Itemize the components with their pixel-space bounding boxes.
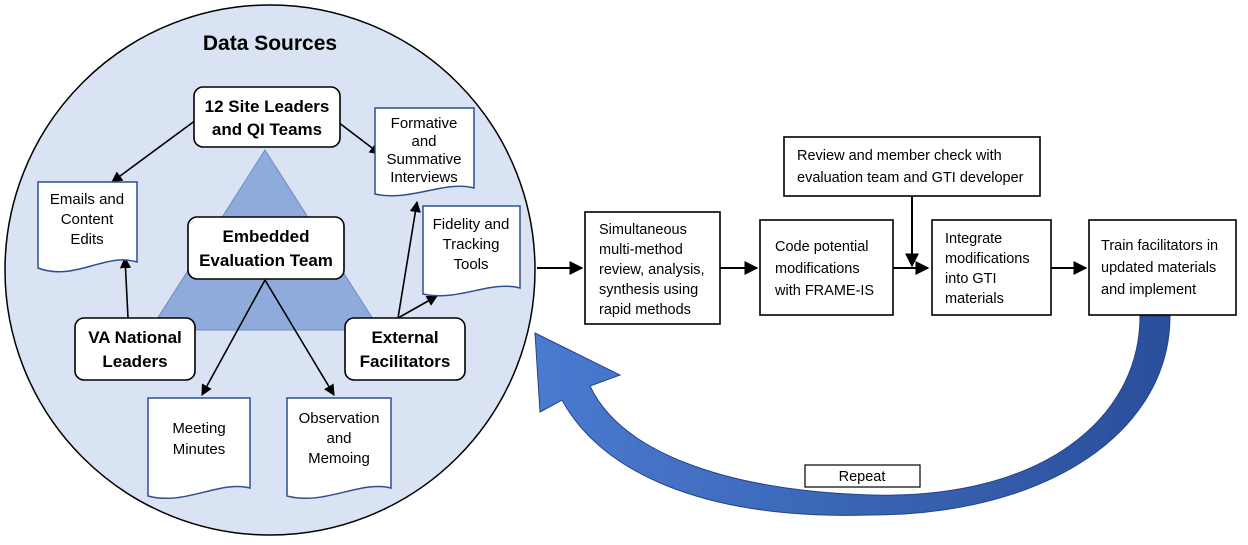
emails-line-1: Emails and	[50, 191, 124, 208]
evaluation-team-line-1: Embedded	[223, 227, 310, 246]
code-line-2: modifications	[775, 261, 860, 277]
observation-line-2: and	[326, 430, 351, 447]
integrate-line-3: into GTI	[945, 271, 997, 287]
repeat-loop-arrow	[534, 315, 1171, 516]
emails-line-3: Edits	[70, 231, 103, 248]
step-train-box: Train facilitators in updated materials …	[1088, 219, 1237, 316]
member-check-line-2: evaluation team and GTI developer	[797, 170, 1024, 186]
code-line-3: with FRAME-IS	[774, 283, 874, 299]
minutes-line-1: Meeting	[172, 420, 225, 437]
review-line-1: Simultaneous	[599, 222, 687, 238]
data-sources-title: Data Sources	[203, 32, 337, 55]
repeat-box	[804, 464, 921, 488]
evaluation-team-line-2: Evaluation Team	[199, 251, 333, 270]
doc-minutes: Meeting Minutes	[147, 397, 251, 500]
train-line-3: and implement	[1101, 282, 1196, 298]
interviews-line-1: Formative	[391, 115, 458, 132]
integrate-line-4: materials	[945, 291, 1004, 307]
train-line-2: updated materials	[1101, 260, 1216, 276]
minutes-line-2: Minutes	[173, 441, 226, 458]
review-line-5: rapid methods	[599, 302, 691, 318]
step-member-check-box: Review and member check with evaluation …	[783, 136, 1041, 197]
doc-observation: Observation and Memoing	[286, 397, 392, 500]
doc-interviews: Formative and Summative Interviews	[374, 107, 475, 197]
member-check-line-1: Review and member check with	[797, 148, 1002, 164]
node-national-leaders: VA National Leaders	[74, 317, 196, 381]
fidelity-line-1: Fidelity and	[433, 216, 510, 233]
fidelity-line-2: Tracking	[443, 236, 500, 253]
train-line-1: Train facilitators in	[1101, 238, 1218, 254]
interviews-line-2: and	[411, 133, 436, 150]
interviews-line-3: Summative	[386, 151, 461, 168]
step-integrate-box: Integrate modifications into GTI materia…	[931, 219, 1052, 316]
node-external-facilitators: External Facilitators	[344, 317, 466, 381]
review-line-3: review, analysis,	[599, 262, 705, 278]
interviews-line-4: Interviews	[390, 169, 458, 186]
review-line-4: synthesis using	[599, 282, 698, 298]
fidelity-line-3: Tools	[453, 256, 488, 273]
external-facilitators-line-2: Facilitators	[360, 352, 451, 371]
node-evaluation-team: Embedded Evaluation Team	[187, 216, 345, 280]
process-arrows	[537, 196, 1088, 275]
national-leaders-line-2: Leaders	[102, 352, 167, 371]
doc-fidelity: Fidelity and Tracking Tools	[422, 205, 521, 297]
site-leaders-line-1: 12 Site Leaders	[205, 97, 330, 116]
site-leaders-line-2: and QI Teams	[212, 120, 322, 139]
integrate-line-2: modifications	[945, 251, 1030, 267]
source-arrows	[111, 119, 438, 396]
code-line-1: Code potential	[775, 239, 869, 255]
step-review-box: Simultaneous multi-method review, analys…	[584, 211, 721, 325]
integrate-line-1: Integrate	[945, 231, 1002, 247]
external-facilitators-line-1: External	[371, 328, 438, 347]
node-site-leaders: 12 Site Leaders and QI Teams	[193, 86, 341, 148]
national-leaders-line-1: VA National	[88, 328, 182, 347]
step-code-box: Code potential modifications with FRAME-…	[759, 219, 894, 316]
review-line-2: multi-method	[599, 242, 683, 258]
repeat-label: Repeat	[839, 469, 886, 485]
observation-line-1: Observation	[299, 410, 380, 427]
observation-line-3: Memoing	[308, 450, 370, 467]
emails-line-2: Content	[61, 211, 114, 228]
doc-emails: Emails and Content Edits	[37, 181, 138, 273]
